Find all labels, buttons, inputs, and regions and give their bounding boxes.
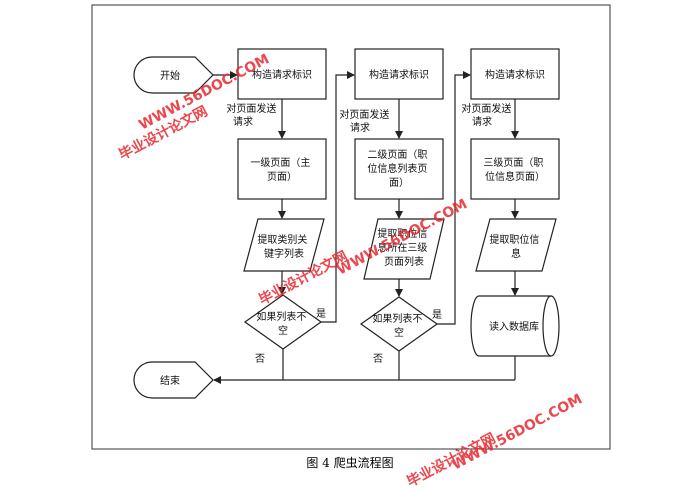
decision-label-2: 如果列表不 空 (372, 312, 425, 339)
yes-label-1: 是 (316, 308, 326, 320)
build-request-label-3: 构造请求标识 (485, 68, 545, 81)
watermark-cn-3: 毕业设计论文网 (404, 430, 499, 491)
build-request-node-2: 构造请求标识 (354, 48, 444, 100)
yes-label-2: 是 (432, 309, 442, 321)
extract-label-2: 提取职位信 息所在三级 页面列表 (377, 227, 430, 268)
extract-node-3: 提取职位信 息 (475, 218, 557, 272)
page-label-1: 一级页面（主 页面） (250, 157, 313, 183)
send-request-label-3: 对页面发送 请求 (461, 102, 514, 128)
no-label-1: 否 (255, 353, 265, 365)
no-label-2: 否 (373, 353, 383, 365)
build-request-label-1: 构造请求标识 (252, 68, 312, 81)
send-request-label-1: 对页面发送 请求 (226, 102, 279, 128)
build-request-node-1: 构造请求标识 (237, 48, 327, 100)
send-request-label-2: 对页面发送 请求 (339, 108, 392, 134)
database-label: 读入数据库 (489, 320, 539, 333)
figure-caption: 图 4 爬虫流程图 (306, 455, 393, 470)
start-node: 开始 (133, 56, 214, 94)
page-node-3: 三级页面（职 位信息页面） (470, 138, 560, 200)
decision-label-1: 如果列表不 空 (256, 310, 309, 337)
start-label: 开始 (160, 69, 180, 82)
extract-node-2: 提取职位信 息所在三级 页面列表 (363, 218, 445, 280)
build-request-label-2: 构造请求标识 (369, 68, 429, 81)
end-label: 结束 (160, 374, 180, 387)
watermark-url-3: WWW.56DOC.COM (449, 391, 585, 473)
decision-node-2: 如果列表不 空 (359, 296, 439, 352)
page-label-2: 二级页面（职 位信息列表页 面） (367, 149, 430, 189)
edge-decision2-yes-to-build3 (437, 71, 471, 325)
page-label-3: 三级页面（职 位信息页面） (483, 157, 546, 183)
decision-node-1: 如果列表不 空 (243, 294, 323, 350)
page-node-1: 一级页面（主 页面） (237, 138, 327, 200)
extract-label-3: 提取职位信 息 (489, 233, 542, 260)
edge-decision1-yes-to-build2 (321, 71, 355, 323)
extract-label-1: 提取类别关 键字列表 (257, 233, 310, 260)
extract-node-1: 提取类别关 键字列表 (243, 218, 325, 272)
page-node-2: 二级页面（职 位信息列表页 面） (354, 138, 444, 200)
diagram-frame (91, 4, 611, 450)
build-request-node-3: 构造请求标识 (470, 48, 560, 100)
database-node: 读入数据库 (470, 295, 560, 357)
end-node: 结束 (133, 361, 214, 399)
edges (213, 71, 519, 384)
